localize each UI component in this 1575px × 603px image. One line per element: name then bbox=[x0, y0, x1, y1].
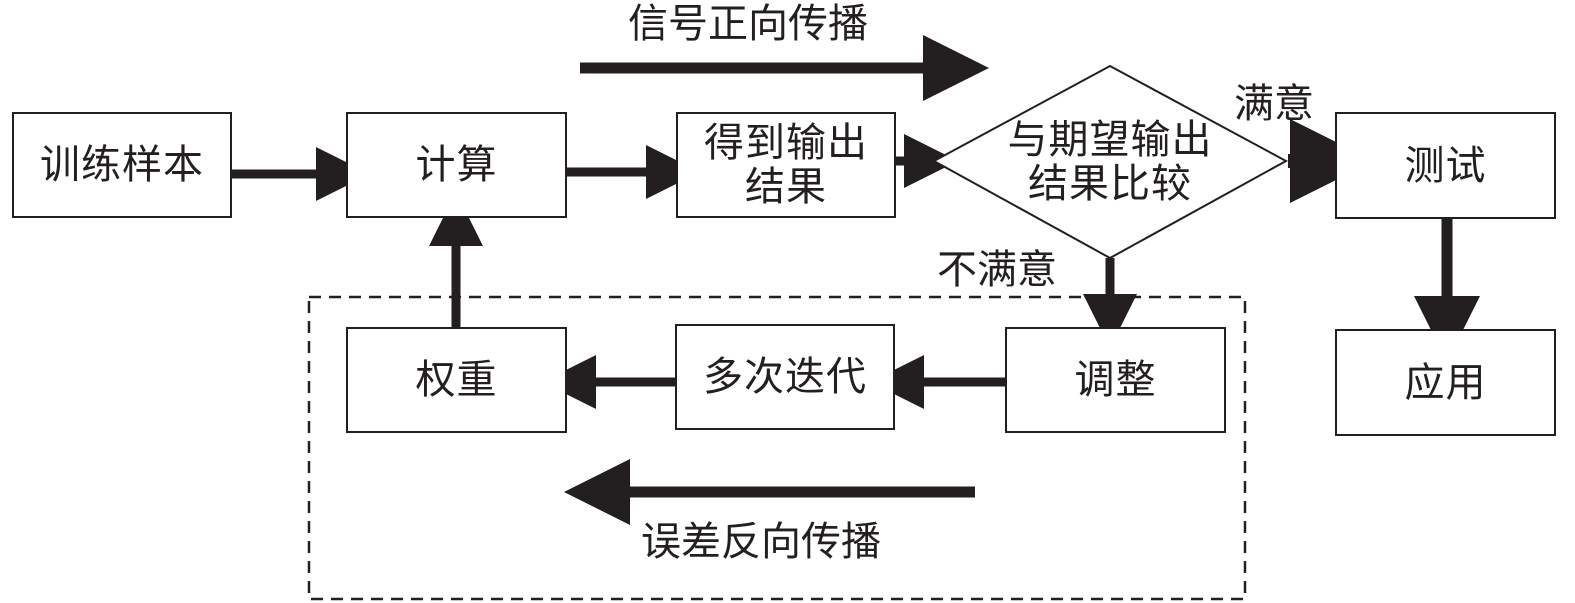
node-adjust: 调整 bbox=[1005, 327, 1226, 433]
node-calculate-label: 计算 bbox=[415, 142, 498, 188]
satisfied-label: 满意 bbox=[1234, 81, 1314, 127]
node-get-output: 得到输出 结果 bbox=[676, 112, 896, 218]
node-calculate: 计算 bbox=[346, 112, 567, 218]
node-test-label: 测试 bbox=[1404, 142, 1487, 189]
node-test: 测试 bbox=[1335, 112, 1556, 219]
node-training-samples: 训练样本 bbox=[12, 112, 232, 218]
node-iterate: 多次迭代 bbox=[675, 324, 895, 430]
node-weights: 权重 bbox=[346, 327, 567, 433]
backprop-dashed-region bbox=[307, 295, 1247, 601]
node-weights-label: 权重 bbox=[415, 357, 498, 403]
node-get-output-line2: 结果 bbox=[745, 164, 827, 210]
backward-propagation-label: 误差反向传播 bbox=[641, 519, 881, 565]
node-compare-line1: 与期望输出 bbox=[1007, 117, 1213, 163]
node-iterate-label: 多次迭代 bbox=[703, 354, 867, 400]
unsatisfied-label: 不满意 bbox=[937, 247, 1057, 293]
node-compare-label: 与期望输出 结果比较 bbox=[934, 112, 1286, 212]
forward-propagation-label: 信号正向传播 bbox=[628, 1, 868, 47]
node-apply: 应用 bbox=[1335, 329, 1556, 436]
node-get-output-line1: 得到输出 bbox=[704, 120, 868, 166]
node-compare-line2: 结果比较 bbox=[1028, 161, 1192, 207]
node-training-samples-label: 训练样本 bbox=[40, 142, 204, 188]
node-adjust-label: 调整 bbox=[1074, 357, 1157, 403]
node-apply-label: 应用 bbox=[1404, 359, 1487, 406]
